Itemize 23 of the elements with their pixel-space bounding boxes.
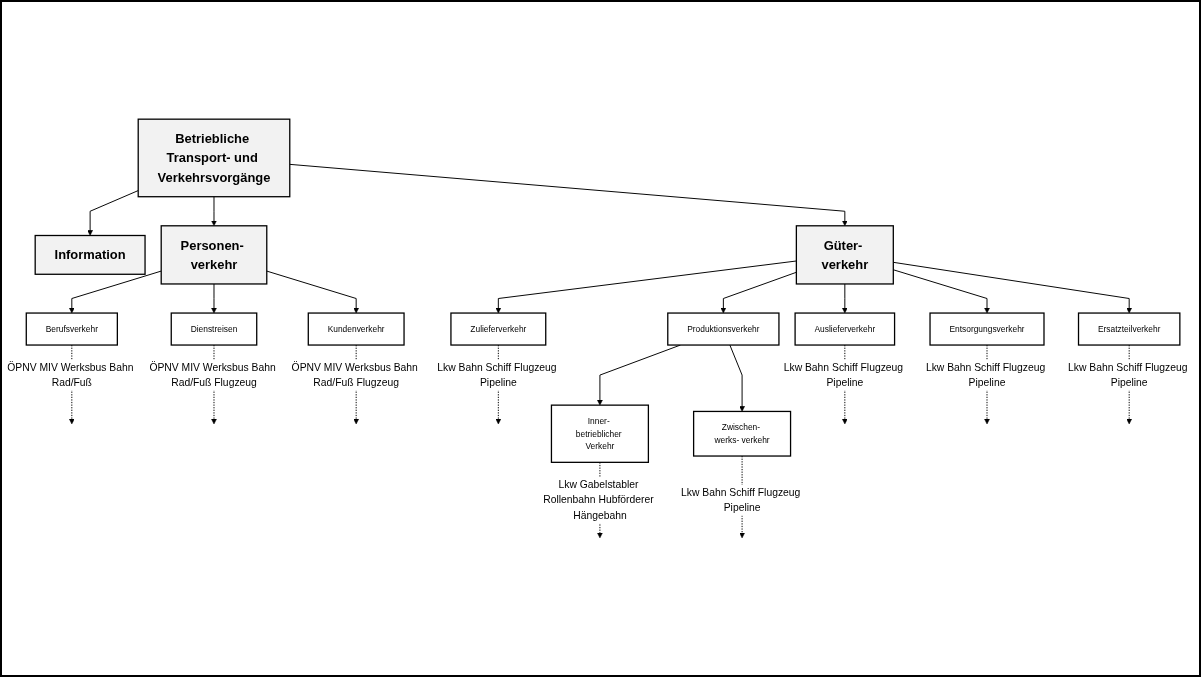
node-box xyxy=(929,312,1045,346)
edge-label: ÖPNV MIV Werksbus Bahn Rad/Fuß Flugzeug xyxy=(291,361,418,389)
node-box xyxy=(160,225,268,285)
edge-label: Lkw Bahn Schiff Flugzeug Pipeline xyxy=(783,361,904,389)
node-box xyxy=(34,235,146,276)
node-box xyxy=(794,312,896,346)
node-box xyxy=(667,312,780,346)
node-box xyxy=(1077,312,1181,346)
node-box xyxy=(450,312,547,346)
edge-label: ÖPNV MIV Werksbus Bahn Rad/Fuß xyxy=(7,361,134,389)
node-box xyxy=(795,225,894,285)
node-box xyxy=(307,312,405,346)
edge-label: Lkw Bahn Schiff Flugzeug Pipeline xyxy=(680,486,801,514)
node-box xyxy=(692,411,792,457)
edge-label: Lkw Bahn Schiff Flugzeug Pipeline xyxy=(925,361,1046,389)
node-box xyxy=(170,312,258,346)
node-box xyxy=(25,312,118,346)
edge-label: ÖPNV MIV Werksbus Bahn Rad/Fuß Flugzeug xyxy=(149,361,276,389)
node-box xyxy=(550,404,650,464)
edge-label: Lkw Bahn Schiff Flugzeug Pipeline xyxy=(1068,361,1188,389)
edge-label: Lkw Gabelstabler Rollenbahn Hubförderer Hängebahn xyxy=(543,479,654,522)
edge-label: Lkw Bahn Schiff Flugzeug Pipeline xyxy=(437,361,557,389)
node-box xyxy=(137,118,291,198)
